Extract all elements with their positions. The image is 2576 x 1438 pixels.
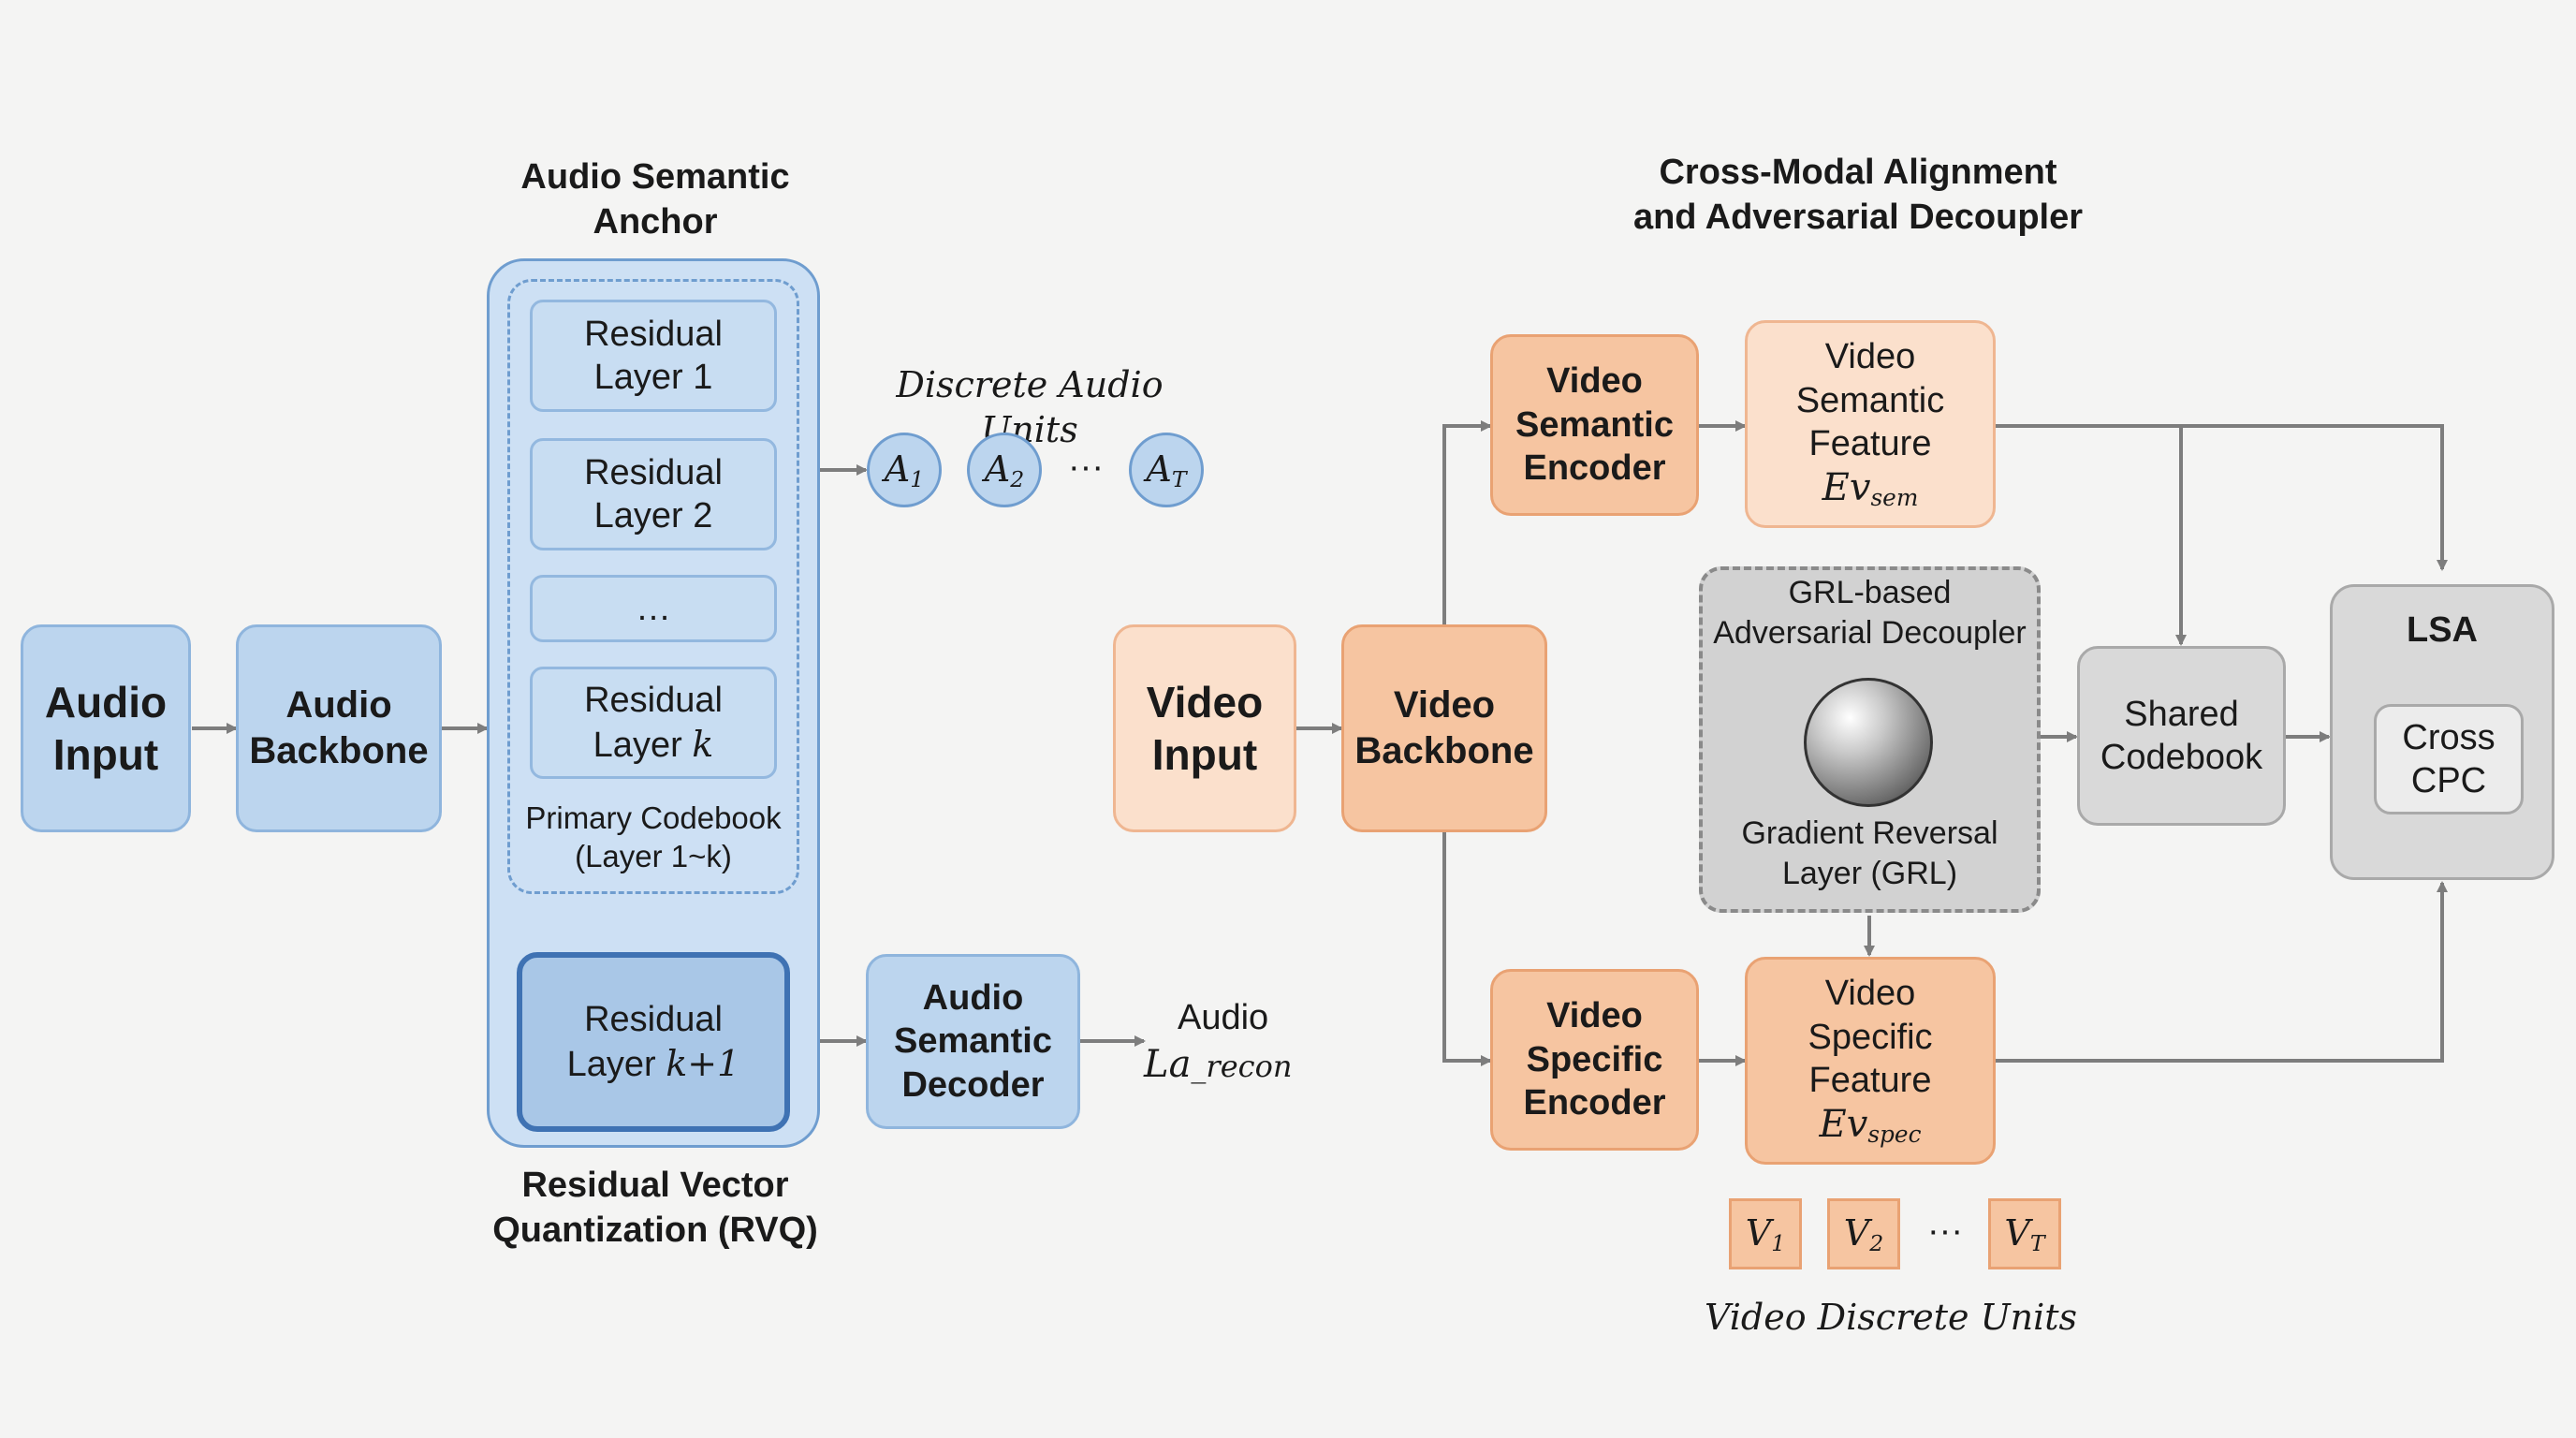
audio-unit-a1: A1 — [867, 433, 942, 507]
audio-backbone-box: Audio Backbone — [236, 624, 442, 832]
residual-layer-k-plus-1: Residual Layer k+1 — [517, 952, 790, 1132]
audio-input-box: Audio Input — [21, 624, 191, 832]
residual-layer-k: Residual Layer k — [530, 667, 777, 779]
audio-semantic-decoder-box: Audio Semantic Decoder — [866, 954, 1080, 1129]
audio-semantic-anchor-title: Audio Semantic Anchor — [520, 157, 790, 242]
grl-title: GRL-based Adversarial Decoupler — [1713, 575, 2027, 651]
residual-layer-1: Residual Layer 1 — [530, 300, 777, 412]
primary-codebook-label: Primary Codebook (Layer 1~k) — [525, 800, 782, 874]
video-semantic-feature-box: Video Semantic Feature Evsem — [1745, 320, 1996, 528]
cross-cpc-box: Cross CPC — [2374, 704, 2524, 814]
grl-caption: Gradient Reversal Layer (GRL) — [1741, 815, 1998, 891]
lsa-title: LSA — [2407, 610, 2478, 650]
rvq-title: Residual Vector Quantization (RVQ) — [492, 1166, 818, 1250]
video-unit-v2: V2 — [1827, 1198, 1900, 1269]
video-specific-feature-box: Video Specific Feature Evspec — [1745, 957, 1996, 1165]
video-unit-v1: V1 — [1729, 1198, 1802, 1269]
video-semantic-encoder-box: Video Semantic Encoder — [1490, 334, 1699, 516]
audio-units-dots: ··· — [1068, 448, 1104, 487]
grl-sphere — [1804, 678, 1933, 807]
residual-layer-ellipsis: … — [530, 575, 777, 642]
video-input-box: Video Input — [1113, 624, 1296, 832]
video-discrete-units-label: Video Discrete Units — [1704, 1297, 2078, 1338]
video-unit-vt: VT — [1988, 1198, 2061, 1269]
audio-recon-label: Audio La_recon — [1144, 998, 1293, 1086]
cross-modal-title: Cross-Modal Alignment and Adversarial De… — [1632, 153, 2084, 237]
primary-codebook-group — [507, 279, 799, 894]
audio-unit-at: AT — [1129, 433, 1204, 507]
residual-layer-2: Residual Layer 2 — [530, 438, 777, 550]
video-backbone-box: Video Backbone — [1341, 624, 1547, 832]
audio-unit-a2: A2 — [967, 433, 1042, 507]
video-units-dots: ··· — [1927, 1211, 1963, 1251]
shared-codebook-box: Shared Codebook — [2077, 646, 2286, 826]
video-specific-encoder-box: Video Specific Encoder — [1490, 969, 1699, 1151]
